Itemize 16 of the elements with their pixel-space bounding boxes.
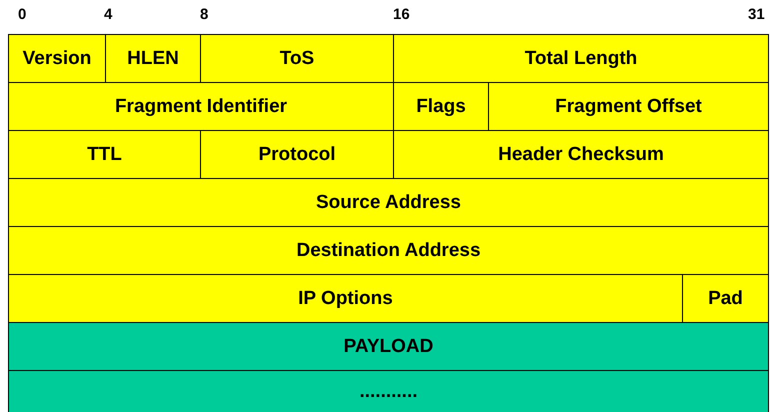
header-field: Destination Address — [296, 240, 481, 262]
header-field: ToS — [280, 48, 314, 70]
bit-number: 31 — [748, 6, 765, 23]
header-field: Total Length — [524, 48, 638, 70]
header-field: Pad — [708, 288, 743, 310]
bit-number: 4 — [104, 6, 112, 23]
ellipsis-cell: ........... — [359, 380, 418, 402]
bit-number: 16 — [393, 6, 410, 23]
payload-cell: PAYLOAD — [344, 336, 434, 358]
header-field: Source Address — [316, 192, 461, 214]
header-field: TTL — [87, 144, 122, 166]
bit-number: 0 — [18, 6, 26, 23]
header-field: Header Checksum — [498, 144, 664, 166]
header-field: IP Options — [298, 288, 393, 310]
bit-number: 8 — [200, 6, 208, 23]
header-field: Protocol — [258, 144, 336, 166]
